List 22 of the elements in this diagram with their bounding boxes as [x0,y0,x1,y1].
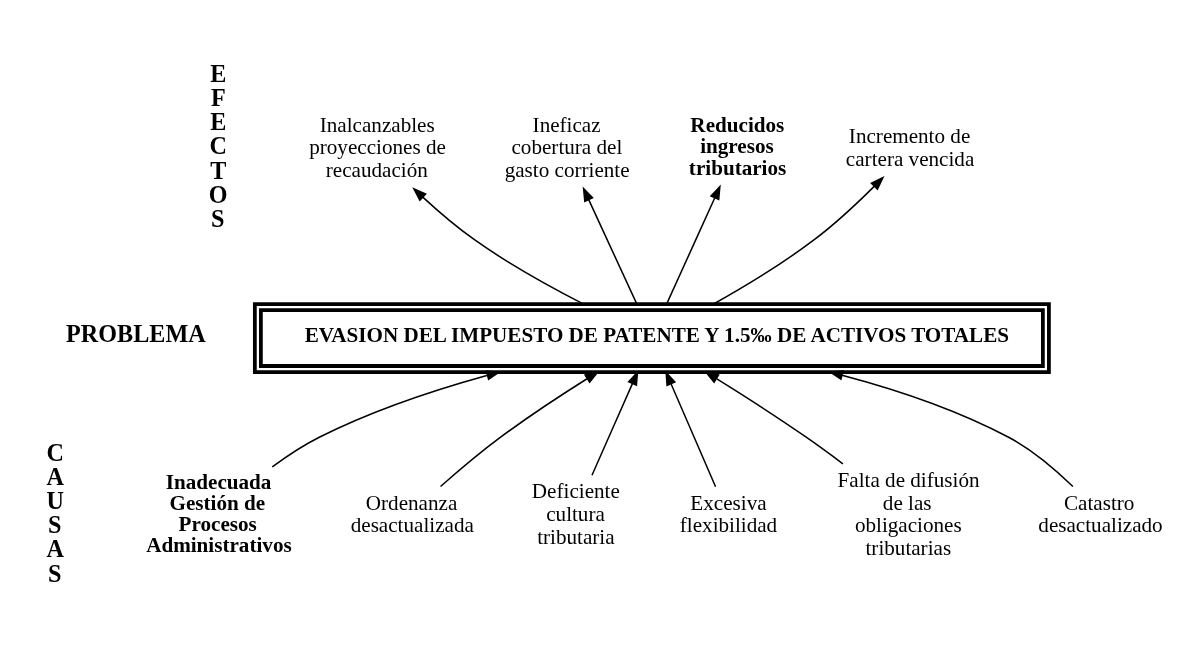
arrow [582,186,638,305]
arrow [665,370,717,487]
arrow [712,175,885,305]
node-text: Incremento de cartera vencida [845,123,975,171]
label: PROBLEMA [66,319,206,347]
node-text: Ordenanza desactualizada [350,490,474,537]
label: EFECTOS [208,59,228,232]
node-text: Catastro desactualizado [1038,490,1163,537]
node-text: Reducidos ingresos tributarios [688,112,787,180]
arrow [665,184,721,305]
arrow [591,369,639,476]
arrow [412,186,585,305]
node-text: Ineficaz cobertura del gasto corriente [504,112,630,182]
node-box: EVASION DEL IMPUESTO DE PATENTE Y 1.5‰ DE ACTIVOS TOTALES [252,301,1051,374]
node-text: Deficiente cultura tributaria [531,478,620,549]
arrow [439,370,600,487]
node-text: Falta de difusión de las obligaciones tributarias [837,467,980,560]
label: CAUSAS [46,438,64,587]
node-text: Inadecuada Gestión de Procesos Administrativos [146,469,292,557]
node-text: Inalcanzables proyecciones de recaudación [309,112,446,182]
arrow [704,370,844,465]
node-text: Excesiva flexibilidad [679,490,778,537]
